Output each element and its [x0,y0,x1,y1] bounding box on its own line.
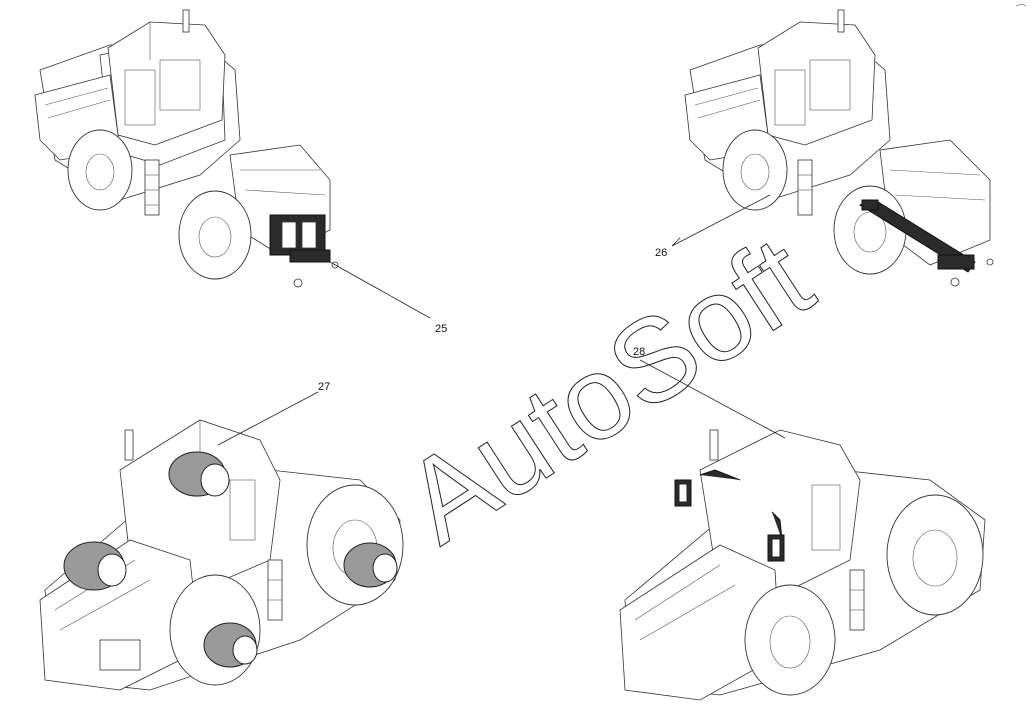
tractor-view-drawbar [671,9,994,287]
tractor-view-mirrors [619,359,986,701]
corner-mark-icon [1015,3,1027,7]
drawbar-part [858,199,994,287]
tractor-view-rear-hitch [34,9,431,319]
callout-26: 26 [655,247,667,259]
wheel-weight-part [63,451,398,668]
mirror-part [674,469,785,562]
callout-25: 25 [435,323,447,335]
callout-28: 28 [633,346,645,358]
hitch-assembly-part [269,214,339,288]
tractor-view-wheel-weights [39,391,404,691]
callout-27: 27 [318,381,330,393]
